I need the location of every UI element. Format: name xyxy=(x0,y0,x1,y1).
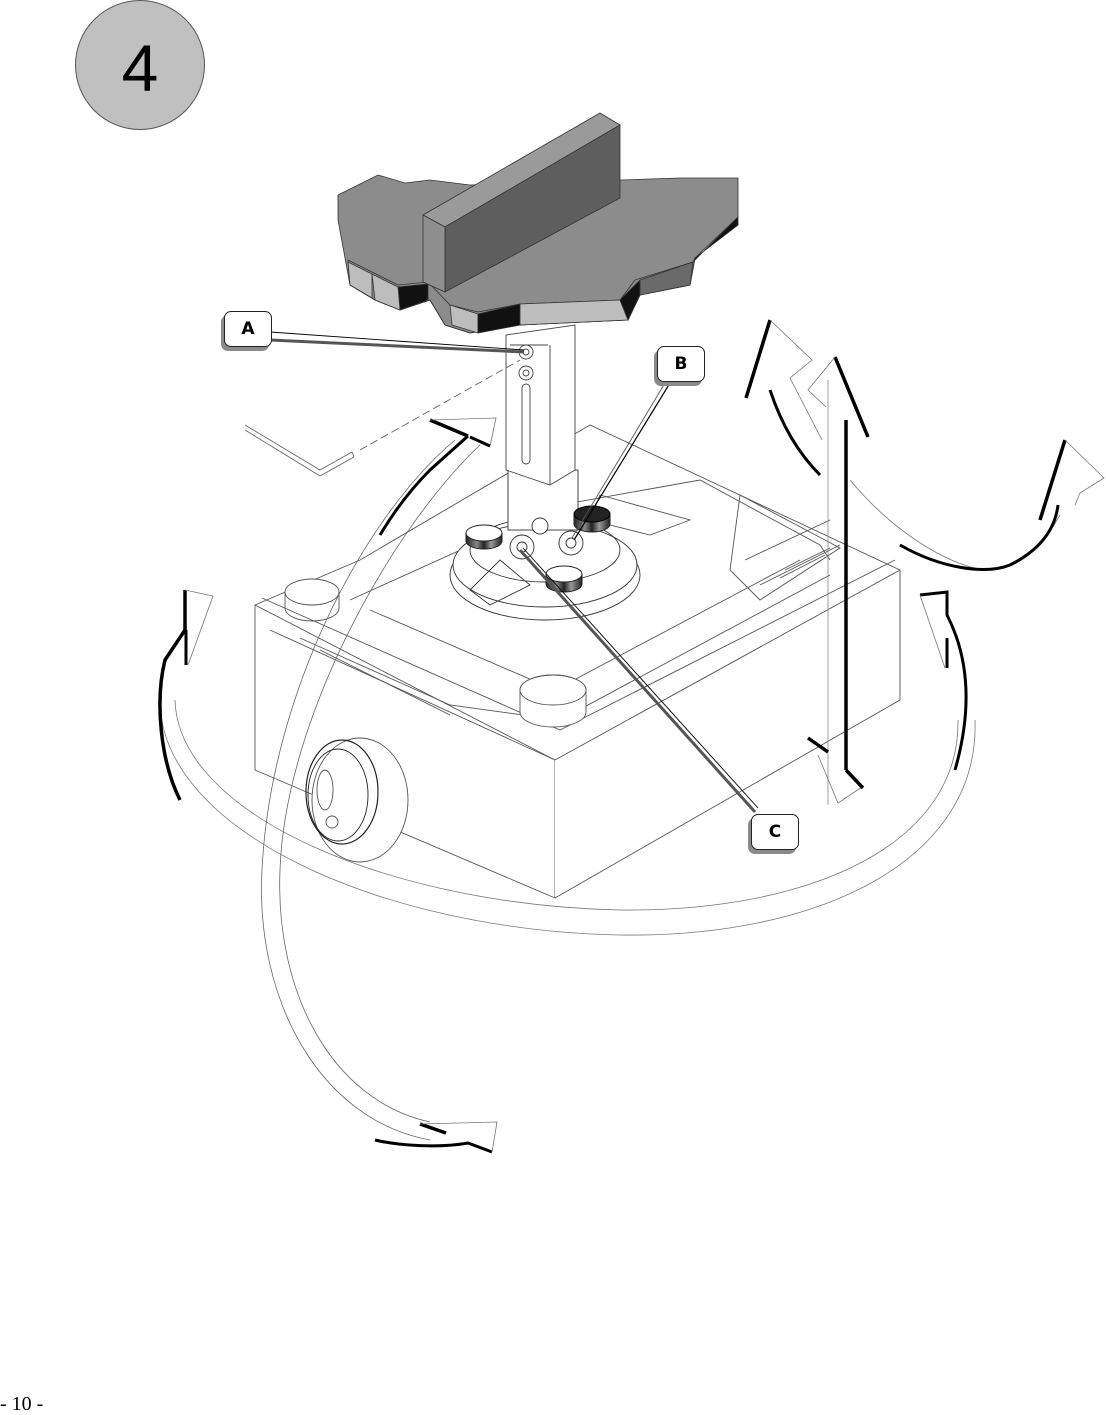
swivel-arrowhead-top xyxy=(378,417,497,536)
swivel-arrowhead-bottom xyxy=(374,1121,498,1154)
height-adjust-arrow xyxy=(806,356,870,805)
projector xyxy=(254,424,901,899)
swivel-arrow xyxy=(261,439,481,1141)
tilt-knob-right xyxy=(573,505,611,533)
callout-a-label: A xyxy=(241,319,255,339)
left-rotation-arrowhead xyxy=(158,589,214,801)
hex-key xyxy=(244,359,521,477)
ceiling-plate xyxy=(337,112,739,334)
leader-line-c xyxy=(518,547,759,814)
page-number: - 10 - xyxy=(0,1393,44,1415)
callout-c-label: C xyxy=(768,822,782,842)
right-rotation-arrowhead xyxy=(919,590,968,771)
tilt-arrow xyxy=(744,319,823,477)
roll-arrow xyxy=(849,439,1105,571)
step-number: 4 xyxy=(121,31,159,105)
step-number-badge: 4 xyxy=(75,0,205,130)
leader-line-a xyxy=(269,331,525,354)
callout-a: A xyxy=(224,311,272,347)
callout-b-label: B xyxy=(674,354,688,374)
callout-c: C xyxy=(751,814,799,850)
horizontal-rotation-arrow xyxy=(159,699,976,936)
tilt-knob-left xyxy=(465,524,503,550)
callout-b: B xyxy=(657,346,705,382)
extension-column xyxy=(505,324,576,486)
leader-line-b xyxy=(571,382,671,541)
